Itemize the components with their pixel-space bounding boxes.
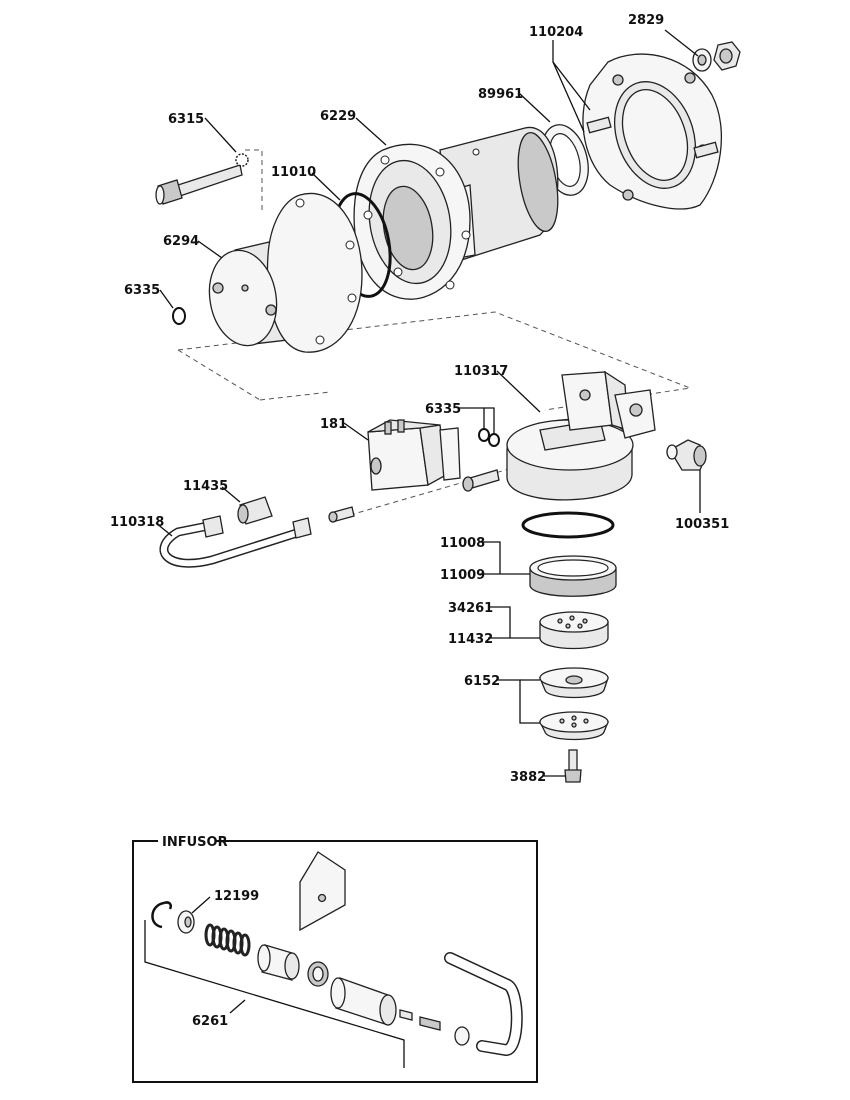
part-screw-valve	[462, 469, 500, 492]
label-89961: 89961	[478, 87, 523, 102]
part-6229-cylinder	[353, 127, 559, 300]
part-110204-plate	[582, 53, 722, 210]
label-11435: 11435	[183, 479, 228, 494]
label-6315: 6315	[168, 112, 204, 127]
part-screw-solenoid	[328, 506, 355, 523]
part-6335-orings-right	[478, 428, 500, 447]
label-3882: 3882	[510, 770, 546, 785]
part-6335-oring-left	[172, 307, 186, 325]
infusor-title: INFUSOR	[162, 835, 228, 850]
part-34261-holder	[539, 611, 609, 650]
part-6152-screen-bottom	[538, 711, 609, 741]
infusor-box	[132, 833, 538, 1083]
label-11008: 11008	[440, 536, 485, 551]
label-11009: 11009	[440, 568, 485, 583]
part-100351-elbow	[666, 439, 707, 471]
part-110318-tube	[159, 515, 312, 568]
part-11435-fitting	[237, 496, 273, 525]
label-181: 181	[320, 417, 347, 432]
label-11010: 11010	[271, 165, 316, 180]
infusor-spring	[204, 923, 251, 957]
label-6335-right: 6335	[425, 402, 461, 417]
label-6335-left: 6335	[124, 283, 160, 298]
label-100351: 100351	[675, 517, 729, 532]
label-110204: 110204	[529, 25, 583, 40]
label-34261: 34261	[448, 601, 493, 616]
part-181-solenoid	[367, 419, 461, 491]
leader-lines	[155, 29, 701, 777]
part-110317-valve-body	[506, 370, 656, 501]
part-11008-ring	[521, 511, 615, 539]
part-2829-nut	[692, 41, 741, 72]
label-6261: 6261	[192, 1014, 228, 1029]
part-6152-screen-top	[539, 667, 609, 699]
label-110318: 110318	[110, 515, 164, 530]
label-11432: 11432	[448, 632, 493, 647]
label-6152: 6152	[464, 674, 500, 689]
infusor-parts	[151, 851, 523, 1057]
part-6294-housing	[208, 192, 363, 353]
label-2829: 2829	[628, 13, 664, 28]
part-6315-bolt	[155, 153, 249, 205]
part-11009-spacer	[529, 555, 617, 597]
label-12199: 12199	[214, 889, 259, 904]
label-110317: 110317	[454, 364, 508, 379]
label-6294: 6294	[163, 234, 199, 249]
label-6229: 6229	[320, 109, 356, 124]
part-3882-screw	[564, 749, 582, 783]
infusor-leaders	[144, 896, 405, 1068]
part-labels: 2829 110204 89961 6229 6315 11010 6294 6…	[110, 13, 729, 1029]
